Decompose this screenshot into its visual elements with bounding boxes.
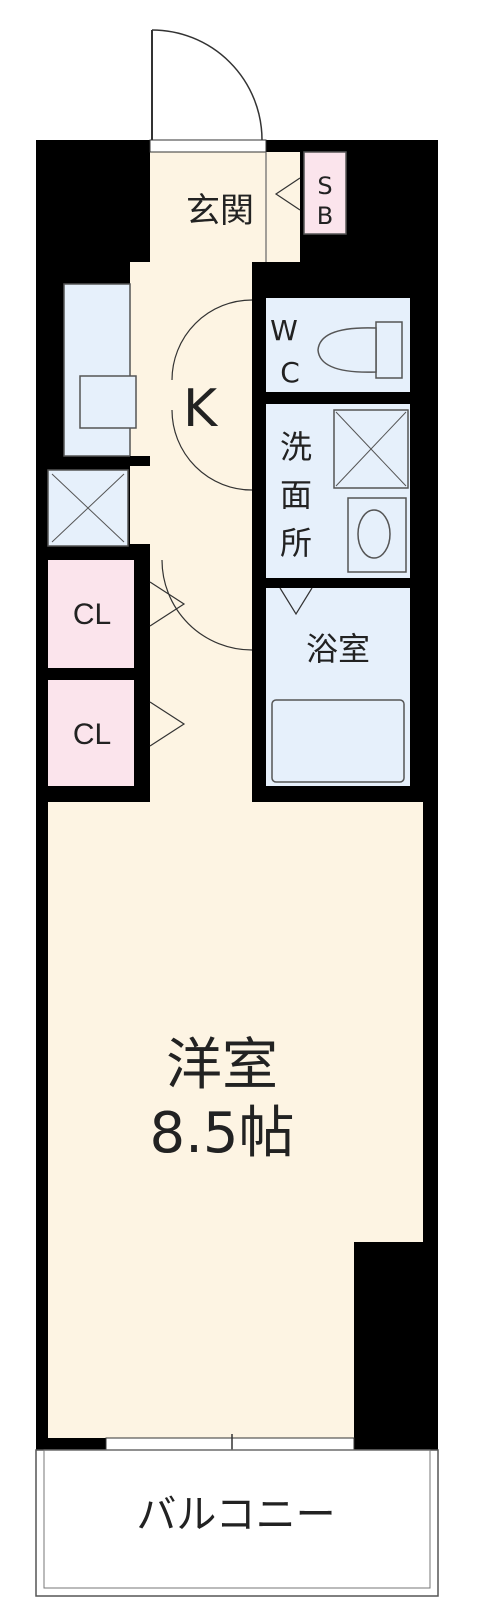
kitchen-label: K [183,379,219,439]
western-room-size: 8.5帖 [149,1101,294,1166]
bathtub [271,699,405,783]
bath-label: 浴室 [306,630,370,668]
entrance-floor [150,152,300,262]
kitchen-counter [63,283,131,457]
toilet-label-c: C [280,356,300,389]
closet-2-label: CL [73,718,111,751]
closet-1 [48,560,134,668]
shoe-box-label-s: S [317,172,332,200]
toilet-label-w: W [270,314,298,347]
balcony-window [105,1437,355,1451]
kitchen-floor [130,262,252,552]
sink [79,375,137,429]
washroom-label-2: 面 [280,476,312,514]
washroom-label-1: 洗 [280,428,312,466]
toilet-bowl [317,327,377,373]
closet-1-label: CL [73,598,111,631]
washroom-label-3: 所 [280,524,312,562]
hall-floor [150,552,252,802]
western-room-label: 洋室 [166,1033,278,1098]
closet-2 [48,680,134,786]
entrance-label: 玄関 [186,191,254,231]
column [354,1242,438,1450]
toilet-tank [375,321,403,379]
balcony [35,1449,439,1597]
balcony-label: バルコニー [136,1492,335,1538]
shoe-box-label-b: B [317,202,333,230]
shoe-box [303,151,347,235]
